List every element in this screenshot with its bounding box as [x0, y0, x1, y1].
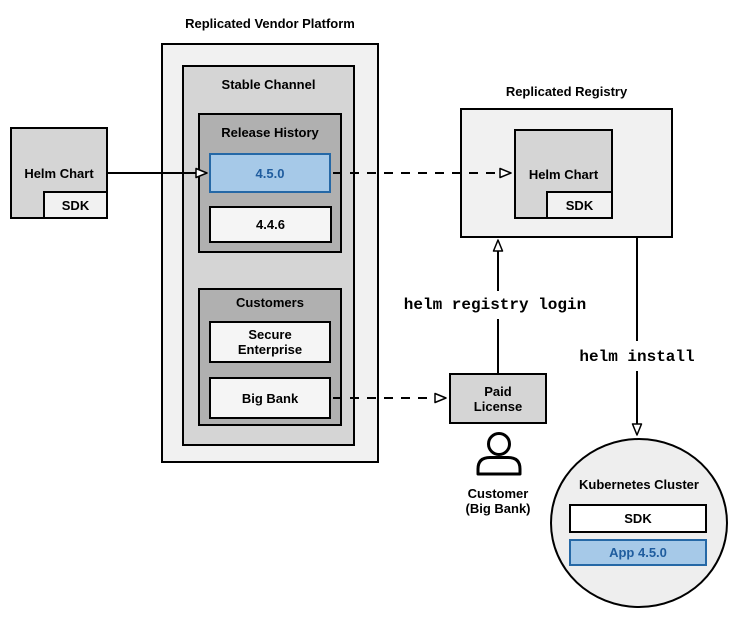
person-icon	[476, 432, 522, 476]
cluster-sdk-box: SDK	[569, 504, 707, 533]
registry-sdk-box: SDK	[546, 191, 613, 219]
customers-title: Customers	[236, 295, 304, 310]
helm-install-label: helm install	[579, 348, 695, 366]
source-sdk-box: SDK	[43, 191, 108, 219]
customer-secure-enterprise: Secure Enterprise	[209, 321, 331, 363]
customer-big-bank: Big Bank	[209, 377, 331, 419]
release-version-4-4-6: 4.4.6	[209, 206, 332, 243]
registry-title: Replicated Registry	[505, 84, 628, 99]
helm-registry-login-label: helm registry login	[403, 296, 587, 314]
stable-channel-title: Stable Channel	[221, 77, 316, 92]
cluster-app-box: App 4.5.0	[569, 539, 707, 566]
release-version-4-5-0: 4.5.0	[209, 153, 331, 193]
kubernetes-cluster-title: Kubernetes Cluster	[579, 477, 699, 492]
arrow-registry-to-cluster	[631, 238, 643, 436]
release-history-title: Release History	[221, 125, 319, 140]
paid-license-box: Paid License	[449, 373, 547, 424]
customer-actor-label: Customer (Big Bank)	[465, 486, 531, 516]
vendor-platform-title: Replicated Vendor Platform	[185, 16, 355, 31]
